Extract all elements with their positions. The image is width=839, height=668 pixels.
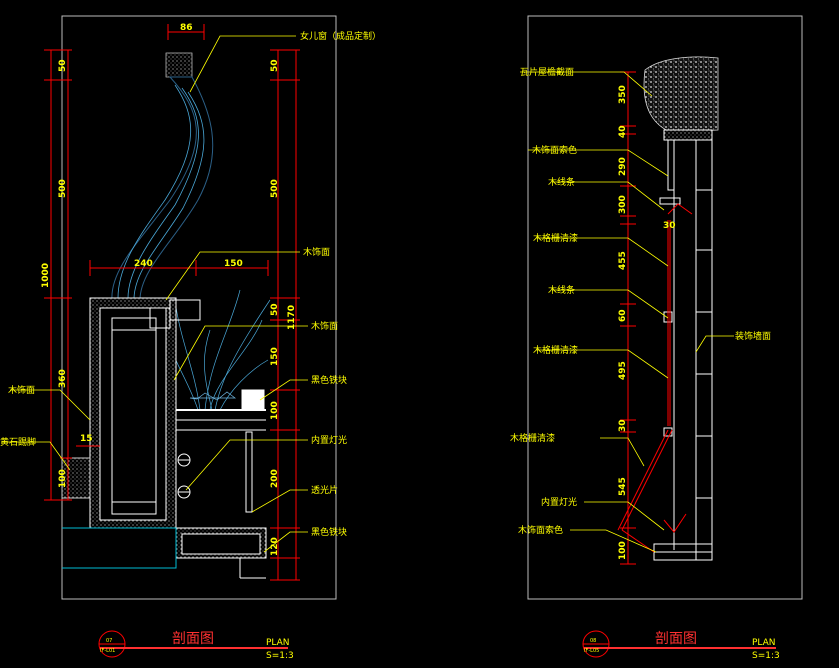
dimension-text: 545 — [618, 477, 628, 496]
scale-label: S=1:3 — [266, 651, 294, 661]
leader-label: 木线条 — [548, 176, 575, 188]
leader-label: 瓦片屋檐截面 — [520, 66, 574, 78]
dimension-text: 15 — [80, 434, 93, 444]
carved-window-profile — [111, 52, 214, 301]
dimension-text: 100 — [270, 401, 280, 420]
plan-label: PLAN — [752, 638, 776, 648]
dimension-text: 290 — [618, 157, 628, 176]
dimension-text: 30 — [663, 221, 676, 231]
dimension-text: 30 — [618, 419, 628, 432]
dimension-text: 120 — [270, 537, 280, 556]
dimension-text: 86 — [180, 23, 193, 33]
leader-label: 黑色铁块 — [311, 374, 347, 386]
dimension-text: 50 — [58, 59, 68, 72]
dimension-text: 300 — [618, 195, 628, 214]
leader-label: 黑色铁块 — [311, 526, 347, 538]
leader-label: 透光片 — [311, 484, 338, 496]
dimension-text: 1000 — [41, 263, 51, 288]
sheet-frame-left — [61, 15, 337, 600]
leader-label: 女儿窗（成品定制） — [300, 30, 381, 42]
dimension-text: 500 — [270, 179, 280, 198]
floor-line — [62, 527, 177, 569]
section-number: 07 — [106, 638, 112, 644]
section-07: 女儿窗（成品定制） 木饰面 木饰面 黑色铁块 内置灯光 透光片 黑色铁块 木饰面… — [0, 15, 381, 661]
dimension-text: 100 — [58, 469, 68, 488]
wood-grille — [617, 203, 693, 553]
dimension-text: 200 — [270, 469, 280, 488]
dimension-text: 60 — [618, 309, 628, 322]
leaders-right — [520, 71, 734, 553]
leader-label: 装饰墙面 — [735, 330, 771, 342]
dimension-text: 360 — [58, 369, 68, 388]
section-title: 剖面图 — [655, 631, 697, 647]
section-title: 剖面图 — [172, 631, 214, 647]
leader-label: 黄石踢脚 — [0, 436, 36, 448]
leader-label: 木格栅清漆 — [533, 344, 578, 356]
dimension-text: 150 — [270, 347, 280, 366]
dimension-text: 500 — [58, 179, 68, 198]
leader-label: 内置灯光 — [311, 434, 347, 446]
section-08: 瓦片屋檐截面 木饰面索色 木线条 木格栅清漆 木线条 木格栅清漆 木格栅清漆 内… — [510, 15, 803, 661]
leader-label: 木饰面 — [311, 320, 338, 332]
scale-label: S=1:3 — [752, 651, 780, 661]
dimension-text: 240 — [134, 259, 153, 269]
built-in-lights — [177, 453, 191, 499]
title-block-07: 07 IF-L01 剖面图 PLAN S=1:3 — [98, 630, 294, 661]
sheet-frame-right — [527, 15, 803, 600]
leader-label: 木格栅清漆 — [510, 432, 555, 444]
section-ref: IF-L05 — [584, 648, 599, 654]
dimension-text: 100 — [618, 541, 628, 560]
dimension-text: 350 — [618, 85, 628, 104]
roof-tile-section — [643, 56, 719, 133]
leader-label: 木饰面索色 — [532, 144, 577, 156]
dimension-text: 150 — [224, 259, 243, 269]
leader-label: 木饰面索色 — [518, 524, 563, 536]
leader-label: 木线条 — [548, 284, 575, 296]
dimension-text: 50 — [270, 59, 280, 72]
wall-structure — [653, 129, 713, 561]
dimension-text: 1170 — [287, 305, 297, 330]
leader-label: 木饰面 — [303, 246, 330, 258]
section-ref: IF-L01 — [100, 648, 115, 654]
title-block-08: 08 IF-L05 剖面图 PLAN S=1:3 — [582, 630, 780, 661]
leaders-left — [2, 35, 308, 553]
plan-label: PLAN — [266, 638, 290, 648]
dimension-text: 50 — [270, 303, 280, 316]
leader-label: 木格栅清漆 — [533, 232, 578, 244]
dimension-text: 455 — [618, 251, 628, 270]
cabinet-body — [89, 297, 267, 579]
section-number: 08 — [590, 638, 596, 644]
dimension-text: 40 — [618, 125, 628, 138]
leader-label: 内置灯光 — [541, 496, 577, 508]
leader-label: 木饰面 — [8, 384, 35, 396]
dimension-text: 495 — [618, 361, 628, 380]
